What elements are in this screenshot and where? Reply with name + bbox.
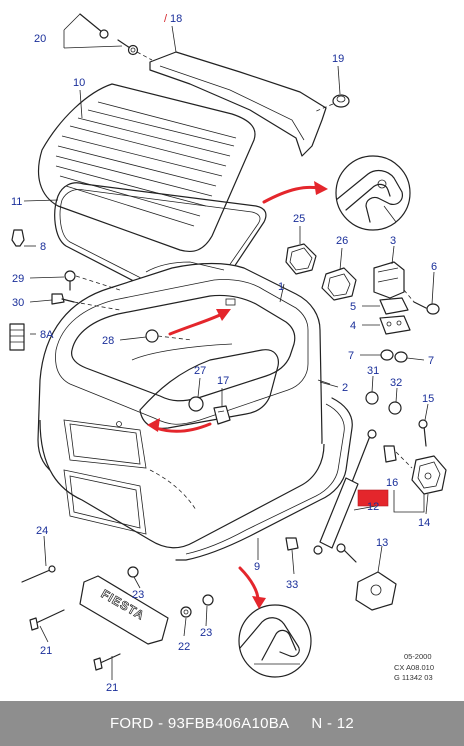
callout-11: 11 <box>11 196 22 208</box>
callout-7-left: 7 <box>348 350 354 362</box>
spoiler-bolts <box>79 13 153 61</box>
callout-33: 33 <box>286 579 298 591</box>
callout-26: 26 <box>336 235 348 247</box>
callout-7-right: 7 <box>428 355 434 367</box>
callout-21-bottom: 21 <box>106 682 118 694</box>
callout-2: 2 <box>342 382 348 394</box>
rear-spoiler <box>149 51 327 157</box>
callout-15: 15 <box>422 393 434 405</box>
callout-8: 8 <box>40 241 46 253</box>
spoiler-grommet <box>313 94 350 113</box>
part-info-bar: FORD - 93FBB406A10BA N - 12 <box>0 701 464 746</box>
diagram-position-label: N - 12 <box>311 715 355 732</box>
drawing-number: G 11342 03 <box>393 673 433 682</box>
callout-18: 18 <box>170 13 182 25</box>
callout-30: 30 <box>12 297 24 309</box>
callout-10: 10 <box>73 77 85 89</box>
callout-25: 25 <box>293 213 305 225</box>
callout-21-top: 21 <box>40 645 52 657</box>
callout-6: 6 <box>431 261 437 273</box>
callout-numbers: / 18 20 19 10 11 8 29 30 8A 28 25 26 3 6… <box>11 13 437 694</box>
callout-5: 5 <box>350 301 356 313</box>
part-number-label: FORD - 93FBB406A10BA <box>109 715 290 732</box>
callout-28: 28 <box>102 335 114 347</box>
callout-32: 32 <box>390 377 402 389</box>
drawing-date: 05-2000 <box>403 652 432 661</box>
callout-23-top: 23 <box>132 589 144 601</box>
callout-27: 27 <box>194 365 206 377</box>
callout-13: 13 <box>376 537 388 549</box>
drawing-code: CX A08.010 <box>393 662 434 672</box>
rear-window-glass <box>37 83 256 253</box>
licence-plate-recess <box>63 419 197 535</box>
callout-24: 24 <box>36 525 48 537</box>
callout-14: 14 <box>418 517 430 529</box>
callout-31: 31 <box>367 365 379 377</box>
callout-12: 12 <box>367 501 379 513</box>
callout-1: 1 <box>278 281 284 293</box>
callout-arrows <box>147 181 328 609</box>
callout-22: 22 <box>178 641 190 653</box>
hinge-assembly <box>373 261 440 363</box>
callout-16: 16 <box>386 477 398 489</box>
callout-3: 3 <box>390 235 396 247</box>
badge-fasteners <box>21 565 214 671</box>
callout-8a: 8A <box>40 329 54 341</box>
rubber-buffers <box>365 391 402 415</box>
callout-29: 29 <box>12 273 24 285</box>
callout-9: 9 <box>254 561 260 573</box>
callout-19: 19 <box>332 53 344 65</box>
tailgate-weatherstrip <box>175 379 353 561</box>
detail-view-bottom <box>238 604 312 678</box>
window-seal <box>54 182 267 311</box>
callout-4: 4 <box>350 320 356 332</box>
leader-lines <box>23 13 435 680</box>
clip-and-buffers <box>9 229 193 351</box>
callout-23-bottom: 23 <box>200 627 212 639</box>
tailgate-latch <box>383 419 447 495</box>
callout-20: 20 <box>34 33 46 45</box>
tailgate-panel <box>37 261 325 549</box>
drawing-reference: 05-2000 CX A08.010 G 11342 03 <box>394 652 434 684</box>
tailgate-assembly-drawing: FIESTA <box>9 13 447 694</box>
lock-cylinder <box>188 396 231 425</box>
gas-strut <box>313 429 389 555</box>
callout-17: 17 <box>217 375 229 387</box>
callout-18-slash: / <box>164 13 168 25</box>
bump-stops <box>285 243 357 301</box>
fiesta-badge: FIESTA <box>79 575 169 645</box>
detail-view-top <box>335 155 411 231</box>
